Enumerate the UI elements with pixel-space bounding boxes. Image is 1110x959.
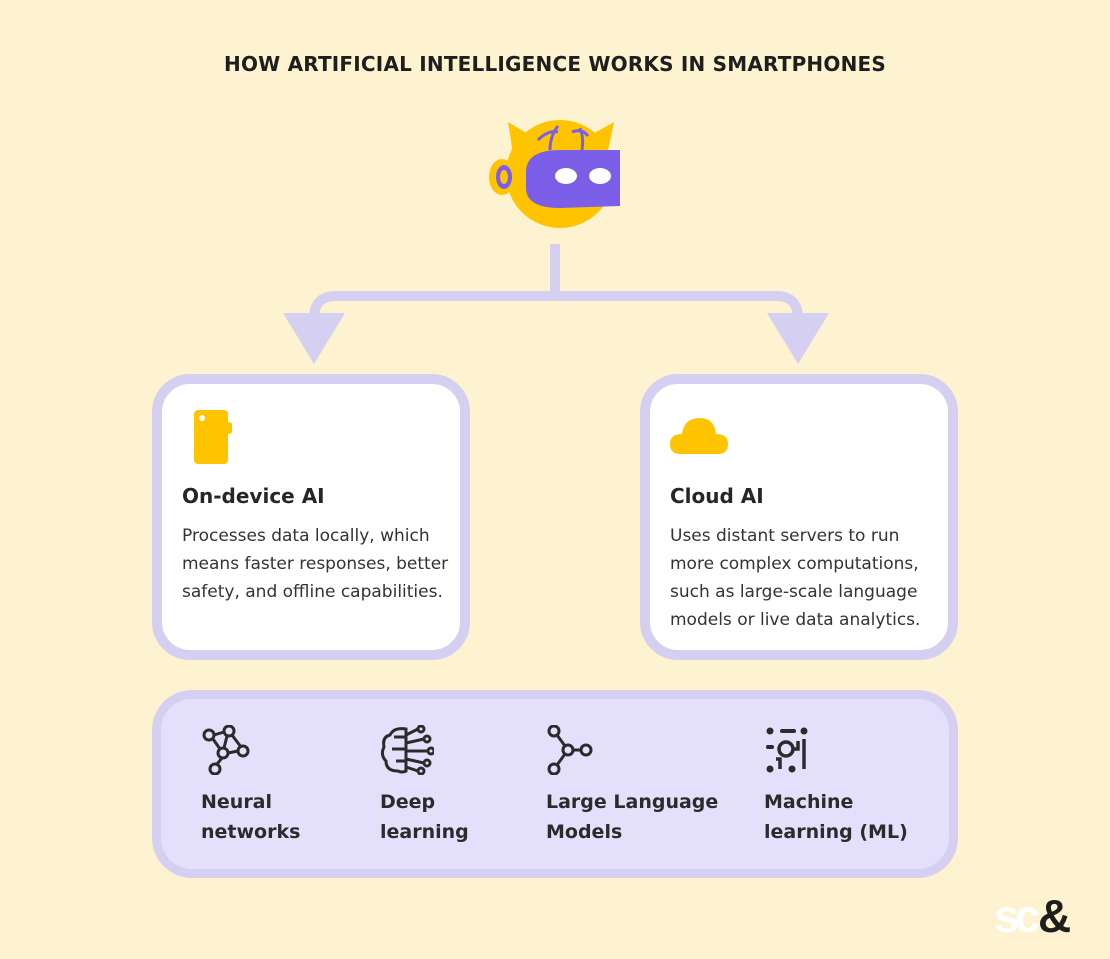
card-title: Cloud AI xyxy=(670,484,764,508)
robot-head-icon xyxy=(489,120,620,228)
page-title: HOW ARTIFICIAL INTELLIGENCE WORKS IN SMA… xyxy=(224,52,886,76)
arrow-left-head xyxy=(283,313,345,364)
svg-text:&: & xyxy=(1038,892,1071,938)
machine-learning-icon xyxy=(766,727,808,773)
cloud-icon xyxy=(670,418,728,454)
tech-label: Neural networks xyxy=(201,791,301,843)
branch-line xyxy=(309,291,803,330)
card-title: On-device AI xyxy=(182,484,325,508)
tech-label: Deep learning xyxy=(380,791,469,843)
svg-text:sc: sc xyxy=(994,892,1040,938)
arrow-right-head xyxy=(767,313,829,364)
neural-network-icon xyxy=(202,725,250,775)
card-description: Processes data locally, which means fast… xyxy=(182,526,449,602)
sc-logo: sc & xyxy=(994,892,1071,938)
brain-circuit-icon xyxy=(380,725,434,775)
cloud-ai-card: Cloud AI Uses distant servers to run mor… xyxy=(640,374,958,660)
technologies-panel: Neural networks Deep learning Large Lang… xyxy=(152,690,958,878)
card-description: Uses distant servers to run more complex… xyxy=(670,526,921,630)
tech-label: Large Language Models xyxy=(546,791,719,843)
smartphone-icon xyxy=(194,410,232,464)
on-device-ai-card: On-device AI Processes data locally, whi… xyxy=(152,374,470,660)
tech-label: Machine learning (ML) xyxy=(764,791,908,843)
node-graph-icon xyxy=(547,725,593,775)
